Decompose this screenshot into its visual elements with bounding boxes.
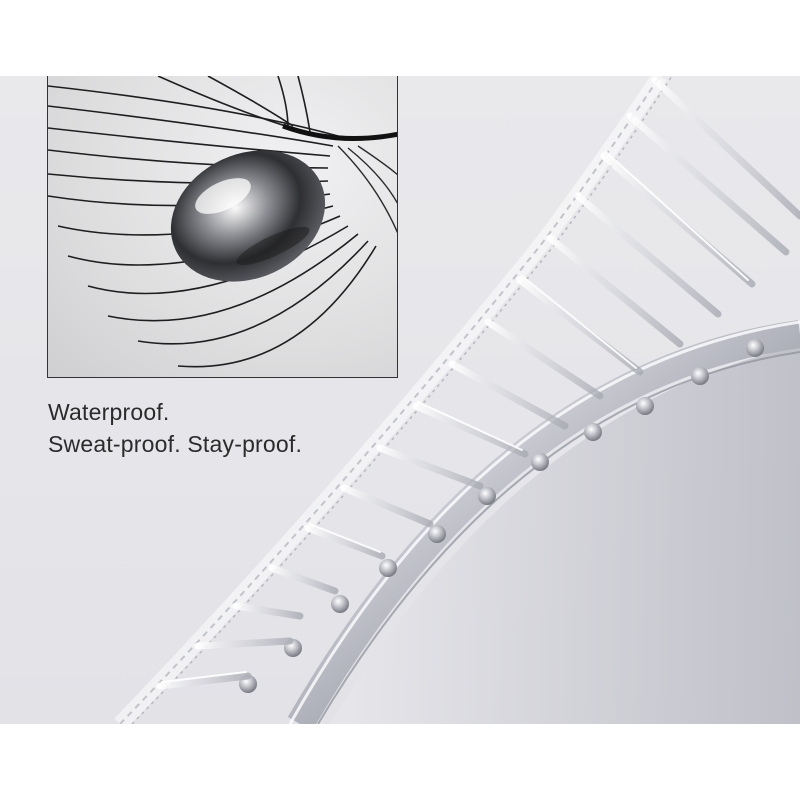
caption: Waterproof. Sweat-proof. Stay-proof. [48, 396, 302, 460]
applicator-beads [239, 339, 764, 693]
lash-strands [48, 76, 377, 368]
clear-lash-band-image [114, 76, 800, 724]
inset-closeup [47, 76, 398, 378]
hero-scene: Waterproof. Sweat-proof. Stay-proof. [0, 76, 800, 724]
caption-line-2: Sweat-proof. Stay-proof. [48, 431, 303, 457]
lash-band [114, 76, 673, 724]
caption-line-1: Waterproof. [48, 399, 170, 425]
water-droplet [170, 150, 326, 282]
lash-droplet-image [48, 76, 397, 368]
